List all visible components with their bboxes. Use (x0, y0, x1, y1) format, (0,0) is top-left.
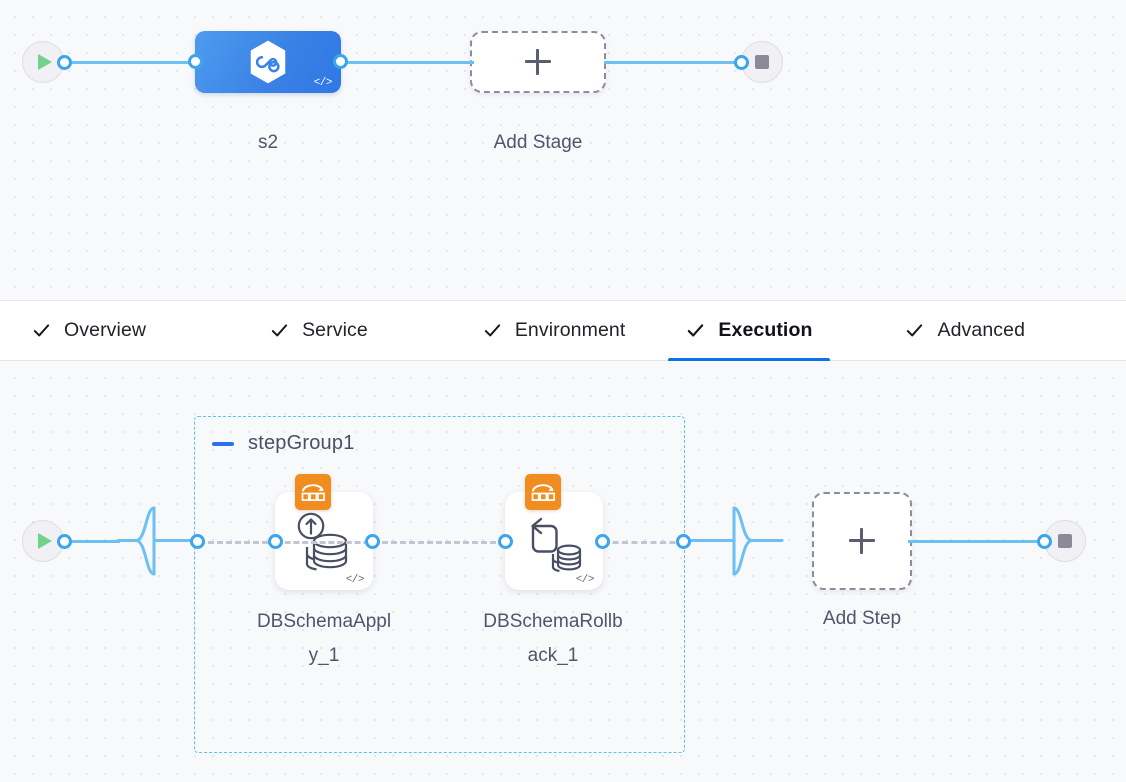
tab-advanced-label: Advanced (937, 319, 1026, 341)
database-rollback-icon (505, 506, 603, 584)
edge-step1-to-step2 (373, 541, 505, 544)
db-migration-badge-icon (295, 474, 331, 510)
group-exit-bracket (684, 506, 784, 576)
tab-overview[interactable]: Overview (14, 300, 164, 361)
edge-stage-to-add (334, 61, 474, 64)
tab-service-label: Service (302, 319, 368, 341)
execution-end-node[interactable] (1037, 520, 1086, 562)
step1-input-port[interactable] (268, 534, 283, 549)
end-input-port[interactable] (734, 55, 749, 70)
step-group-output-port[interactable] (676, 534, 691, 549)
check-icon (33, 324, 50, 337)
step-group-title: stepGroup1 (248, 432, 355, 454)
step-card[interactable]: </> (505, 474, 603, 590)
stage-config-tabs[interactable]: Overview Service Environment Execution (0, 300, 1126, 361)
step2-label: DBSchemaRollb ack_1 (483, 611, 623, 666)
play-icon (38, 54, 52, 70)
tab-execution[interactable]: Execution (668, 300, 831, 361)
stage-output-port[interactable] (333, 54, 348, 69)
group-entry-bracket (116, 506, 200, 576)
pipeline-end-node[interactable] (734, 41, 783, 83)
add-stage-label: Add Stage (493, 132, 583, 153)
step-code-icon[interactable]: </> (575, 574, 595, 586)
badge-glyph (301, 484, 325, 501)
stage-canvas[interactable]: </> s2 Add Stage (0, 0, 1126, 300)
step1-output-port[interactable] (365, 534, 380, 549)
execution-canvas[interactable]: stepGroup1 (0, 361, 1126, 782)
stage-code-icon[interactable]: </> (313, 77, 333, 89)
step-group-input-port[interactable] (190, 534, 205, 549)
pipeline-start-node[interactable] (22, 41, 72, 83)
plus-icon (849, 528, 875, 554)
step2-output-port[interactable] (595, 534, 610, 549)
execution-start-node[interactable] (22, 520, 72, 562)
step-group-frame[interactable] (194, 416, 685, 753)
tab-overview-label: Overview (64, 319, 147, 341)
tab-advanced[interactable]: Advanced (887, 300, 1043, 361)
edge-step2-to-group-out (603, 541, 685, 544)
stop-icon (755, 55, 769, 69)
stop-icon (1058, 534, 1072, 548)
step-group-header[interactable]: stepGroup1 (212, 432, 355, 455)
plus-icon (525, 49, 551, 75)
start-terminal (22, 520, 64, 562)
tab-service[interactable]: Service (252, 300, 386, 361)
step1-label: DBSchemaAppl y_1 (256, 611, 392, 666)
db-migration-badge-icon (525, 474, 561, 510)
stage-label: s2 (257, 132, 279, 153)
tab-active-underline (668, 358, 831, 361)
execution-end-input-port[interactable] (1037, 534, 1052, 549)
database-apply-icon (275, 506, 373, 584)
execution-start-output-port[interactable] (57, 534, 72, 549)
tab-environment-label: Environment (514, 319, 626, 341)
hexagon-link-icon (250, 40, 286, 84)
tab-environment[interactable]: Environment (465, 300, 644, 361)
edge-start-to-stage (58, 61, 203, 64)
edge-addstep-to-end (908, 540, 1048, 543)
minus-icon[interactable] (212, 441, 234, 446)
step2-input-port[interactable] (498, 534, 513, 549)
edge-step1-dash-left (276, 541, 378, 544)
check-icon (271, 324, 288, 337)
add-stage-button[interactable] (470, 31, 606, 93)
check-icon (688, 324, 704, 337)
check-icon (907, 324, 923, 337)
stage-card[interactable]: </> (195, 31, 341, 93)
add-step-label: Add Step (822, 608, 902, 629)
check-icon (484, 324, 500, 337)
play-icon (38, 533, 52, 549)
edge-add-to-end (604, 61, 749, 64)
start-output-port[interactable] (57, 55, 72, 70)
step-code-icon[interactable]: </> (345, 574, 365, 586)
add-step-button[interactable] (812, 492, 912, 590)
tab-execution-label: Execution (718, 319, 813, 341)
edge-group-in-to-step1 (199, 541, 277, 544)
stage-input-port[interactable] (188, 54, 203, 69)
edge-start-to-bracket (58, 540, 120, 543)
badge-glyph (531, 484, 555, 501)
